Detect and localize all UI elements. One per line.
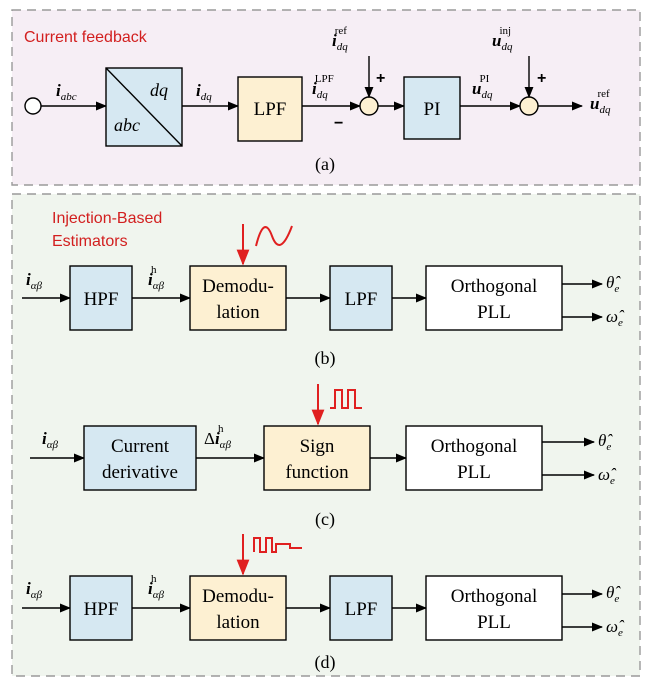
caption-a: (a) bbox=[315, 154, 335, 175]
caption-d: (d) bbox=[315, 652, 336, 673]
caption-c: (c) bbox=[315, 509, 335, 530]
label-u-dq-ref: udqref bbox=[590, 88, 611, 116]
row-b-hpf-block bbox=[69, 265, 133, 331]
row-d-input-label: iαβ bbox=[26, 579, 43, 601]
summing-junction-1 bbox=[359, 96, 379, 116]
row-c-deriv-line1: Current bbox=[111, 436, 170, 457]
transform-diagonal bbox=[105, 67, 183, 147]
row-c-deriv-line2: derivative bbox=[102, 462, 178, 483]
row-d-pll-block bbox=[425, 575, 563, 641]
row-c-sign-line1: Sign bbox=[300, 436, 335, 457]
pulse-train-icon bbox=[253, 537, 302, 553]
row-b-pll-line1: Orthogonal bbox=[451, 276, 538, 297]
row-d-demod-line2: lation bbox=[216, 612, 260, 633]
row-c-pll-line2: PLL bbox=[457, 462, 491, 483]
sum2-plus-sign: + bbox=[537, 70, 546, 87]
row-b-demod-line2: lation bbox=[216, 302, 260, 323]
label-u-dq-inj: udqinj bbox=[492, 25, 513, 53]
pi-label: PI bbox=[424, 99, 441, 120]
row-d-hpf-block bbox=[69, 575, 133, 641]
row-b-pll-line2: PLL bbox=[477, 302, 511, 323]
row-c-after-deriv-label: Δiαβh bbox=[204, 423, 231, 451]
lpf-block-a bbox=[237, 76, 303, 142]
label-u-dq-pi: udqPI bbox=[472, 73, 493, 101]
row-d-lpf-block bbox=[329, 575, 393, 641]
label-i-dq-lpf: idqLPF bbox=[312, 73, 334, 101]
row-b-hpf-label: HPF bbox=[84, 289, 119, 310]
row-d-lpf-label: LPF bbox=[345, 599, 378, 620]
pi-block bbox=[403, 76, 461, 140]
transform-bottom-label: abc bbox=[114, 115, 140, 135]
label-i-dq-ref: idqref bbox=[332, 25, 348, 53]
row-d-pll-line1: Orthogonal bbox=[451, 586, 538, 607]
row-c-sign-line2: function bbox=[285, 462, 349, 483]
sine-wave-icon bbox=[255, 225, 293, 247]
row-c-sign-function-block bbox=[263, 425, 371, 491]
row-c-input-label: iαβ bbox=[42, 429, 59, 451]
lpf-label-a: LPF bbox=[254, 99, 287, 120]
panel-b-title-line1: Injection-Based bbox=[52, 210, 162, 227]
row-b-demod-line1: Demodu- bbox=[202, 276, 274, 297]
row-d-demod-line1: Demodu- bbox=[202, 586, 274, 607]
input-terminal bbox=[24, 97, 42, 115]
row-d-hpf-label: HPF bbox=[84, 599, 119, 620]
panel-a-title: Current feedback bbox=[24, 29, 148, 46]
row-c-derivative-block bbox=[83, 425, 197, 491]
square-wave-icon bbox=[330, 389, 362, 409]
row-b-demodulation-block bbox=[189, 265, 287, 331]
row-c-pll-block bbox=[405, 425, 543, 491]
label-i-dq: idq bbox=[196, 81, 212, 103]
row-d-pll-line2: PLL bbox=[477, 612, 511, 633]
row-b-input-label: iαβ bbox=[26, 270, 43, 292]
sum1-minus-sign: − bbox=[334, 115, 343, 132]
sum1-plus-sign: + bbox=[376, 70, 385, 87]
caption-b: (b) bbox=[315, 348, 336, 369]
transform-top-label: dq bbox=[150, 80, 168, 100]
row-b-pll-block bbox=[425, 265, 563, 331]
row-d-after-hpf-label: iαβh bbox=[148, 573, 165, 601]
row-b-lpf-block bbox=[329, 265, 393, 331]
panel-b-title-line2: Estimators bbox=[52, 233, 128, 250]
row-b-after-hpf-label: iαβh bbox=[148, 264, 165, 292]
label-i-abc: iabc bbox=[56, 81, 77, 103]
row-c-pll-line1: Orthogonal bbox=[431, 436, 518, 457]
summing-junction-2 bbox=[519, 96, 539, 116]
row-b-lpf-label: LPF bbox=[345, 289, 378, 310]
